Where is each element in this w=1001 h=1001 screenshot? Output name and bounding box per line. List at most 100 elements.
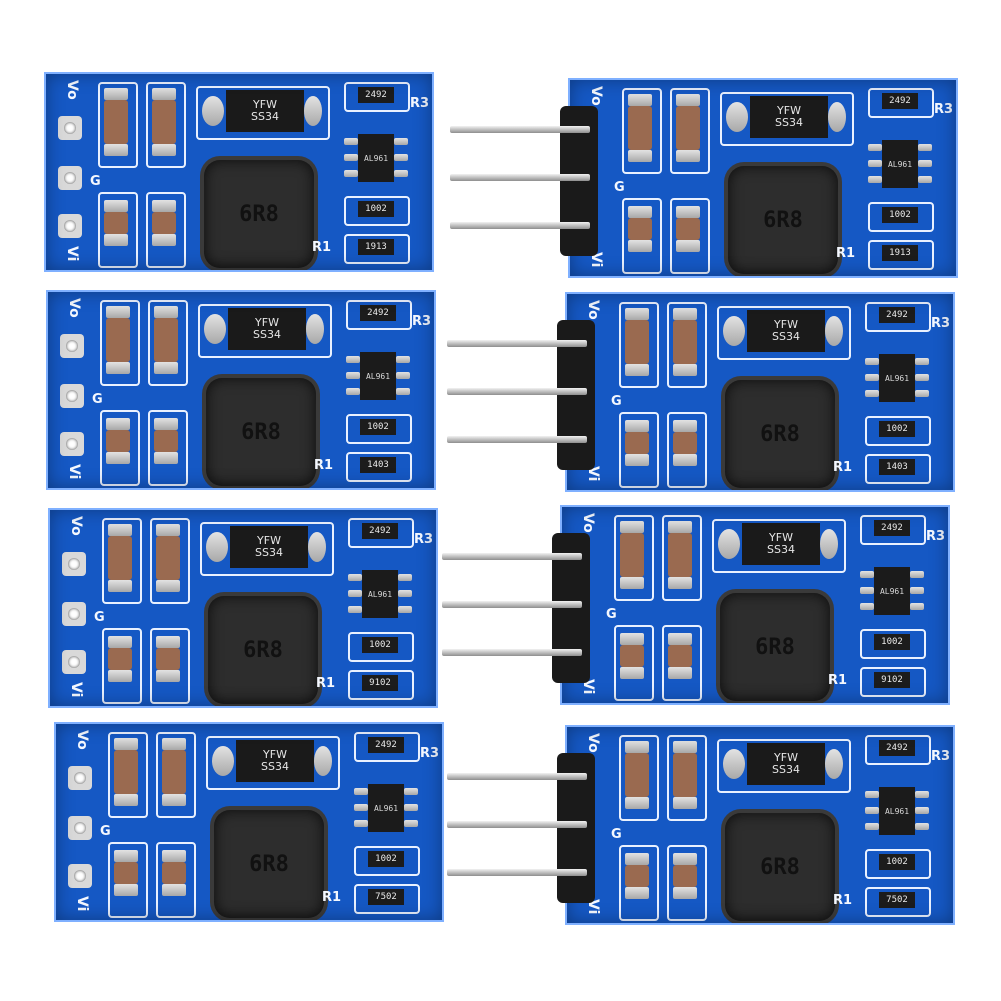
cap-pad — [108, 670, 132, 682]
header-pin — [442, 553, 582, 560]
diode-code-line2: SS34 — [767, 543, 795, 556]
pin-hole — [60, 384, 84, 408]
regulator-ic: AL961 — [879, 354, 915, 402]
diode-outline — [712, 519, 846, 573]
header-pin — [447, 773, 587, 780]
res-outline — [865, 454, 931, 484]
diode-outline — [717, 306, 851, 360]
header-pin — [450, 174, 590, 181]
ic-pin — [865, 823, 879, 830]
res-outline — [868, 240, 934, 270]
cap-pad — [668, 577, 692, 589]
cap-outline — [662, 625, 702, 701]
pin-hole — [58, 166, 82, 190]
res-outline — [860, 515, 926, 545]
ic-pin — [910, 603, 924, 610]
cap-outline — [146, 192, 186, 268]
inductor: 6R8 — [725, 813, 835, 921]
inductor: 6R8 — [206, 378, 316, 486]
resistor-r2: 1002 — [362, 637, 398, 653]
cap-pad — [104, 144, 128, 156]
cap-pad — [106, 418, 130, 430]
capacitor — [673, 320, 697, 364]
diode-pad — [202, 96, 224, 126]
cap-pad — [152, 144, 176, 156]
diode-outline — [206, 736, 340, 790]
cap-pad — [620, 667, 644, 679]
ic-pin — [865, 358, 879, 365]
cap-pad — [108, 524, 132, 536]
cap-outline — [619, 302, 659, 388]
diode-code-line2: SS34 — [261, 760, 289, 773]
ic-pin — [918, 176, 932, 183]
cap-pad — [676, 240, 700, 252]
resistor-r3: 2492 — [879, 740, 915, 756]
cap-pad — [106, 306, 130, 318]
diode-outline — [198, 304, 332, 358]
res-outline — [354, 732, 420, 762]
cap-outline — [150, 628, 190, 704]
res-outline — [860, 629, 926, 659]
ic-pin — [354, 788, 368, 795]
r1-label: R1 — [836, 246, 856, 261]
r1-label: R1 — [828, 673, 848, 688]
ic-pin — [915, 390, 929, 397]
cap-pad — [108, 580, 132, 592]
cap-pad — [668, 633, 692, 645]
ic-pin — [910, 571, 924, 578]
capacitor — [668, 645, 692, 667]
cap-outline — [670, 88, 710, 174]
diode-code-line1: YFW — [774, 318, 798, 331]
resistor-r1: 7502 — [368, 889, 404, 905]
diode-outline — [717, 739, 851, 793]
g-label: G — [611, 827, 622, 842]
pin-hole — [58, 214, 82, 238]
ic-pin — [394, 154, 408, 161]
diode-pad — [825, 316, 843, 346]
capacitor — [152, 212, 176, 234]
cap-outline — [156, 732, 196, 818]
diode-code-line1: YFW — [774, 751, 798, 764]
capacitor — [625, 432, 649, 454]
cap-pad — [668, 521, 692, 533]
regulator-ic: AL961 — [879, 787, 915, 835]
cap-pad — [154, 418, 178, 430]
regulator-ic: AL961 — [358, 134, 394, 182]
cap-pad — [625, 853, 649, 865]
capacitor — [668, 533, 692, 577]
r3-label: R3 — [410, 96, 430, 111]
diode-pad — [314, 746, 332, 776]
r1-label: R1 — [833, 460, 853, 475]
resistor-r1: 1913 — [882, 245, 918, 261]
pin-hole — [60, 334, 84, 358]
res-outline — [868, 88, 934, 118]
ic-pin — [348, 590, 362, 597]
r3-label: R3 — [934, 102, 954, 117]
cap-pad — [628, 150, 652, 162]
cap-pad — [620, 577, 644, 589]
cap-pad — [673, 454, 697, 466]
ic-pin — [394, 170, 408, 177]
diode-pad — [723, 316, 745, 346]
res-outline — [354, 846, 420, 876]
capacitor — [625, 865, 649, 887]
cap-pad — [152, 88, 176, 100]
capacitor — [162, 862, 186, 884]
ic-pin — [910, 587, 924, 594]
header-pin — [447, 436, 587, 443]
cap-outline — [619, 735, 659, 821]
cap-outline — [667, 845, 707, 921]
header-pin — [447, 821, 587, 828]
r3-label: R3 — [926, 529, 946, 544]
g-label: G — [92, 392, 103, 407]
cap-outline — [156, 842, 196, 918]
capacitor — [156, 536, 180, 580]
capacitor — [673, 753, 697, 797]
resistor-r2: 1002 — [358, 201, 394, 217]
resistor-r3: 2492 — [882, 93, 918, 109]
cap-outline — [98, 82, 138, 168]
